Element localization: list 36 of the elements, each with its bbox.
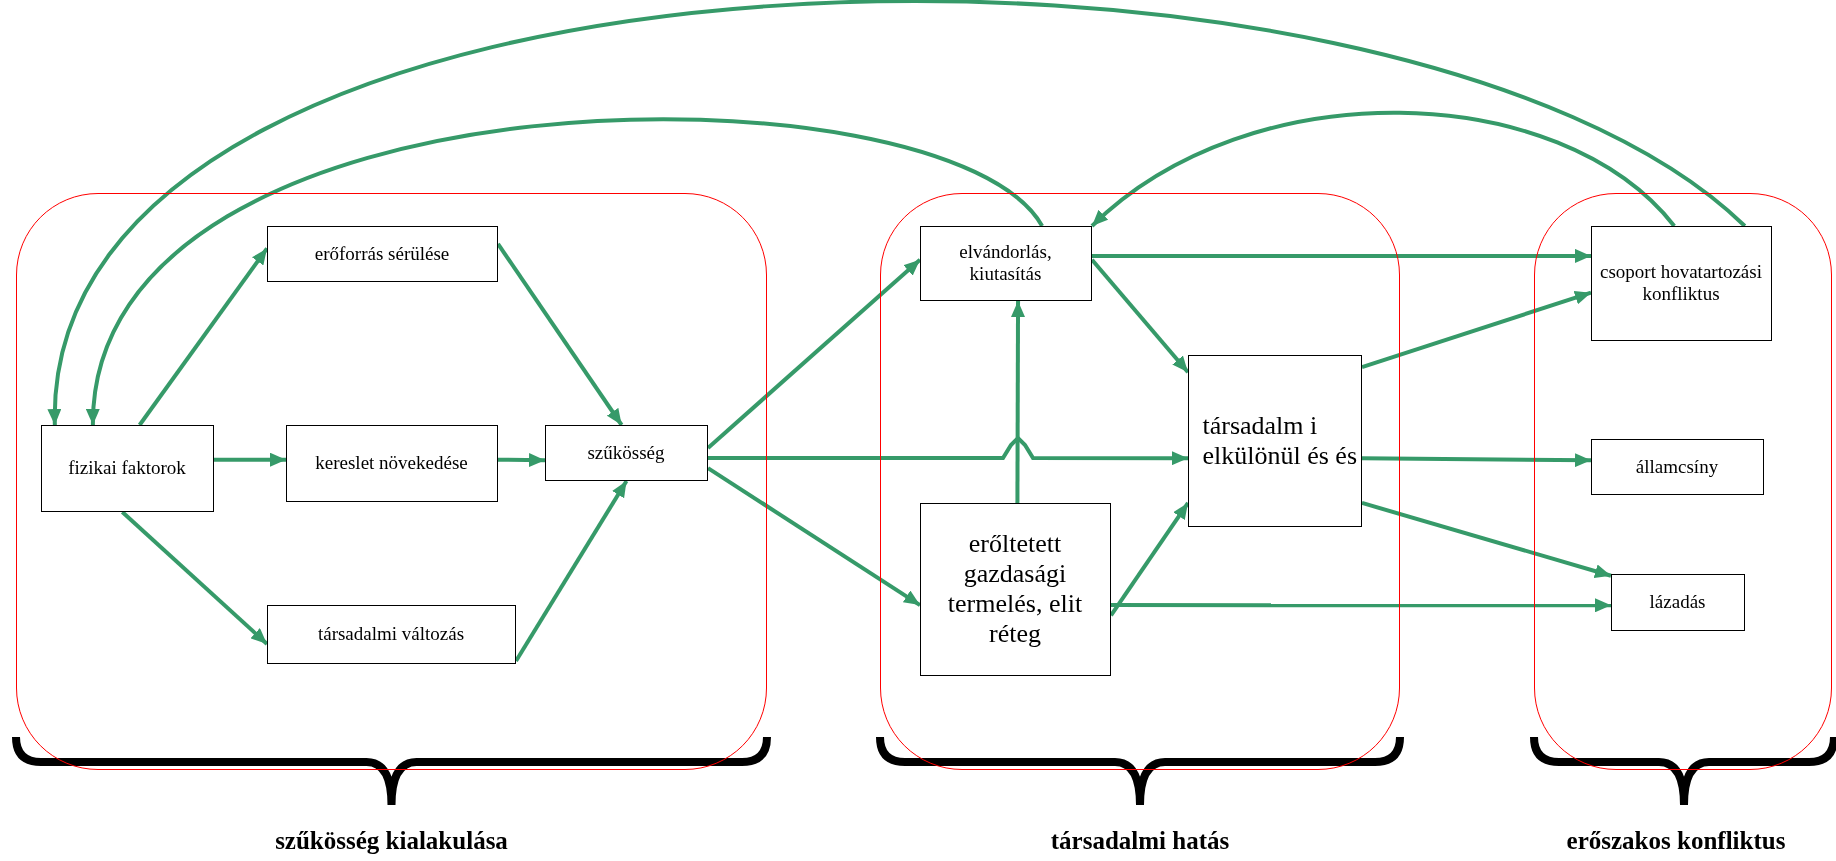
process-box: erőltetett gazdasági termelés, elit réteg — [919, 502, 1111, 676]
group-frame — [16, 193, 767, 770]
process-box: kereslet növekedése — [285, 424, 498, 502]
arrow — [1109, 501, 1190, 617]
arrow — [706, 466, 922, 607]
process-box: szűkösség — [544, 424, 708, 481]
arrow — [120, 510, 269, 646]
arrow — [1090, 110, 1676, 228]
group-frame — [1534, 193, 1832, 770]
arrow — [1361, 453, 1592, 468]
arrow — [708, 435, 1188, 466]
process-box: társadalmi változás — [266, 604, 516, 664]
process-box: lázadás — [1610, 573, 1745, 631]
arrow — [514, 479, 629, 663]
arrow — [1090, 258, 1190, 374]
group-label: társadalmi hatás — [1050, 826, 1230, 856]
arrow — [89, 117, 1044, 426]
group-label: erőszakos konfliktus — [1566, 826, 1786, 856]
process-box: csoport hovatartozási konfliktus — [1590, 225, 1772, 341]
arrow — [1361, 501, 1612, 578]
arrow — [496, 242, 624, 427]
process-box: erőforrás sérülése — [266, 225, 498, 282]
process-box: fizikai faktorok — [40, 424, 214, 512]
process-box: elvándorlás, kiutasítás — [919, 225, 1092, 301]
arrow — [138, 247, 269, 427]
arrow — [1111, 598, 1611, 613]
arrow — [214, 452, 286, 467]
arrow — [1011, 301, 1025, 503]
arrow — [1092, 248, 1591, 263]
process-box: államcsíny — [1590, 438, 1764, 495]
process-box: társadalm i elkülönül és és — [1187, 354, 1362, 527]
group-frame — [880, 193, 1400, 770]
arrow — [706, 258, 922, 450]
group-label: szűkösség kialakulása — [275, 826, 508, 856]
arrow — [497, 453, 546, 468]
arrow — [1361, 290, 1592, 369]
